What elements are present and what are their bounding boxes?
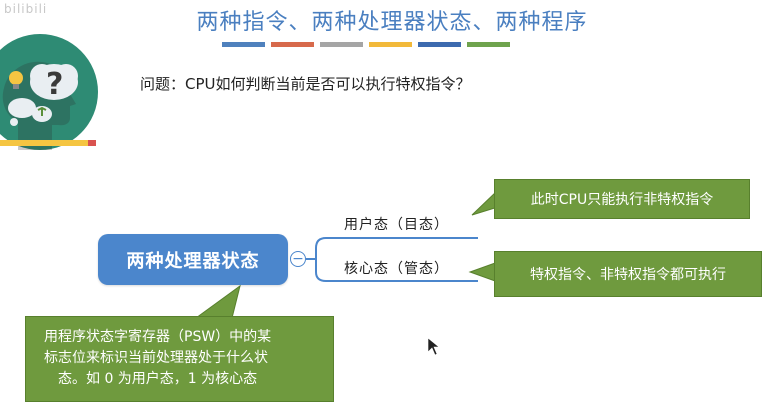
kernel-mode-note: 特权指令、非特权指令都可执行 [494,251,762,297]
color-bar-navy [418,42,461,47]
color-bar-gray [320,42,363,47]
page-title: 两种指令、两种处理器状态、两种程序 [196,10,588,35]
user-mode-note-text: 此时CPU只能执行非特权指令 [530,192,714,208]
watermark: bilibili [4,2,48,16]
psw-note-line: 态。如 0 为用户态，1 为核心态 [58,371,258,387]
lightbulb-icon [9,71,23,89]
question-mark-icon: ? [46,67,63,102]
mouse-cursor-icon [427,337,440,356]
psw-note-line: 用程序状态字寄存器（PSW）中的某 [44,329,272,345]
question-text: 问题：CPU如何判断当前是否可以执行特权指令？ [140,75,471,93]
branch-user-mode[interactable]: 用户态（目态） [344,217,449,233]
color-bar-green [467,42,510,47]
center-node[interactable]: 两种处理器状态 [98,234,288,285]
collapse-button[interactable]: − [290,251,306,267]
user-mode-note: 此时CPU只能执行非特权指令 [494,179,750,219]
thinking-head-icon: ? [0,30,102,158]
title-color-bars [222,42,510,47]
color-bar-yellow [369,42,412,47]
pencil-icon [0,140,96,146]
kernel-mode-note-text: 特权指令、非特权指令都可执行 [530,267,726,283]
psw-note: 用程序状态字寄存器（PSW）中的某 标志位来标识当前处理器处于什么状 态。如 0… [25,316,334,402]
psw-note-line: 标志位来标识当前处理器处于什么状 [44,350,268,366]
branch-kernel-mode[interactable]: 核心态（管态） [344,261,449,277]
color-bar-blue [222,42,265,47]
color-bar-orange [271,42,314,47]
